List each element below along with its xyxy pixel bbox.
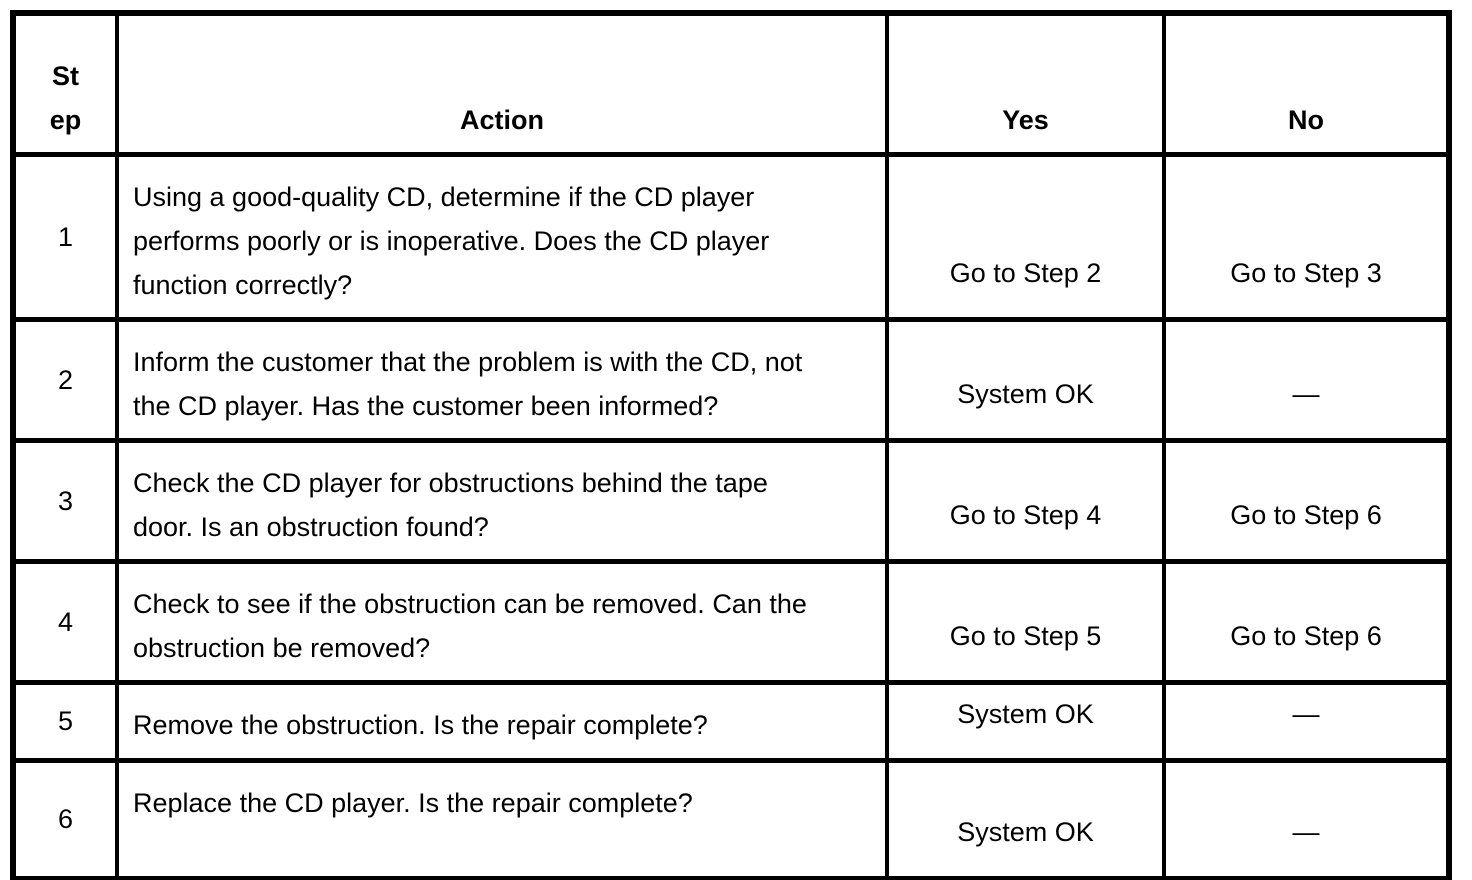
column-header-action: Action — [115, 10, 889, 157]
table-row: 5 Remove the obstruction. Is the repair … — [11, 679, 1451, 763]
table-row: 4 Check to see if the obstruction can be… — [11, 558, 1451, 685]
yes-cell — [885, 875, 1166, 880]
column-header-step: St ep — [11, 10, 119, 157]
step-cell: 2 — [11, 316, 119, 443]
no-cell — [1162, 875, 1451, 880]
table-row: 2 Inform the customer that the problem i… — [11, 316, 1451, 443]
yes-cell: System OK — [885, 679, 1166, 763]
action-cell: Using a good-quality CD, determine if th… — [115, 151, 889, 322]
table-row: 1 Using a good-quality CD, determine if … — [11, 151, 1451, 322]
yes-cell: System OK — [885, 316, 1166, 443]
no-cell: Go to Step 6 — [1162, 558, 1451, 685]
header-row: St ep Action Yes No — [11, 10, 1451, 157]
yes-cell: Go to Step 4 — [885, 437, 1166, 564]
action-cell: Check to see if the obstruction can be r… — [115, 558, 889, 685]
yes-cell: System OK — [885, 757, 1166, 880]
action-cell: Inform the customer that the problem is … — [115, 316, 889, 443]
column-header-no: No — [1162, 10, 1451, 157]
table-row-partial — [11, 875, 1451, 880]
step-cell: 4 — [11, 558, 119, 685]
action-cell: Remove the obstruction. Is the repair co… — [115, 679, 889, 763]
yes-cell: Go to Step 2 — [885, 151, 1166, 322]
step-cell: 6 — [11, 757, 119, 880]
no-cell: — — [1162, 679, 1451, 763]
step-cell: 1 — [11, 151, 119, 322]
step-cell: 5 — [11, 679, 119, 763]
action-cell — [115, 875, 889, 880]
no-cell: — — [1162, 316, 1451, 443]
yes-cell: Go to Step 5 — [885, 558, 1166, 685]
action-cell: Replace the CD player. Is the repair com… — [115, 757, 889, 880]
table-row: 3 Check the CD player for obstructions b… — [11, 437, 1451, 564]
no-cell: Go to Step 3 — [1162, 151, 1451, 322]
troubleshooting-table: St ep Action Yes No 1 Using a good-quali… — [10, 10, 1452, 880]
no-cell: — — [1162, 757, 1451, 880]
action-cell: Check the CD player for obstructions beh… — [115, 437, 889, 564]
column-header-yes: Yes — [885, 10, 1166, 157]
step-cell: 3 — [11, 437, 119, 564]
step-cell — [11, 875, 119, 880]
no-cell: Go to Step 6 — [1162, 437, 1451, 564]
table-row: 6 Replace the CD player. Is the repair c… — [11, 757, 1451, 880]
